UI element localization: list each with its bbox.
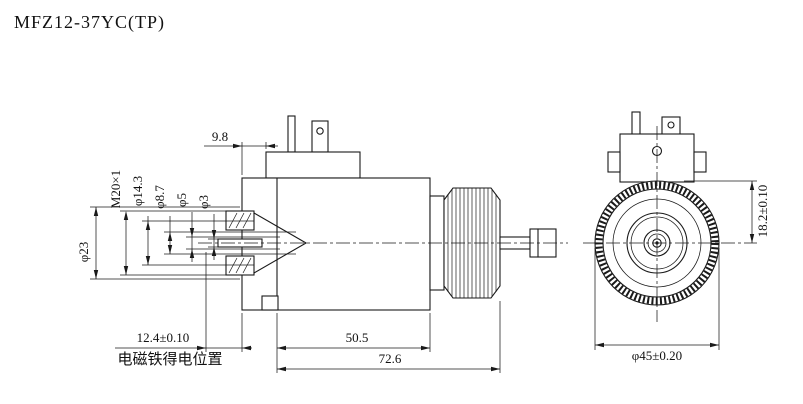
connector-wing-right: [693, 151, 707, 173]
thread-hatch: [228, 212, 252, 274]
dim-thread: M20×1: [108, 170, 123, 208]
terminal-box: [265, 151, 361, 179]
dim-box-offset: 9.8: [212, 129, 228, 144]
dim-stroke-position: 12.4±0.10: [137, 330, 190, 345]
terminal-pin: [287, 115, 296, 153]
dim-height-offset: 18.2±0.10: [755, 185, 770, 238]
terminal-clip-hole: [667, 121, 675, 129]
terminal-clip: [311, 120, 329, 153]
drawing-title: MFZ12-37YC(TP): [14, 12, 165, 33]
connector-wing-left: [607, 151, 621, 173]
energized-position-note: 电磁铁得电位置: [117, 351, 222, 368]
dim-dia-5: φ5: [174, 193, 189, 207]
dim-dia-14-3: φ14.3: [130, 176, 145, 206]
terminal-pin: [631, 111, 641, 137]
terminal-clip-hole: [316, 127, 324, 135]
front-dimensions: 18.2±0.10 φ45±0.20: [594, 180, 770, 363]
dim-dia-3: φ3: [196, 195, 211, 209]
side-dimensions: 9.8 φ23 M20×1 φ14.3 φ8.7 φ5 φ3: [76, 129, 501, 373]
armature-cone-bottom: [253, 242, 307, 274]
dim-dia-8-7: φ8.7: [152, 185, 167, 209]
coil-body: [241, 177, 431, 311]
dim-total-length: 72.6: [379, 351, 402, 366]
dim-body-length: 50.5: [346, 330, 369, 345]
dim-dia-23: φ23: [76, 242, 91, 263]
mounting-step: [261, 295, 279, 311]
front-view: [583, 111, 757, 322]
dim-outer-diameter: φ45±0.20: [632, 348, 682, 363]
side-view: [90, 115, 568, 311]
armature-cone-top: [253, 212, 307, 244]
